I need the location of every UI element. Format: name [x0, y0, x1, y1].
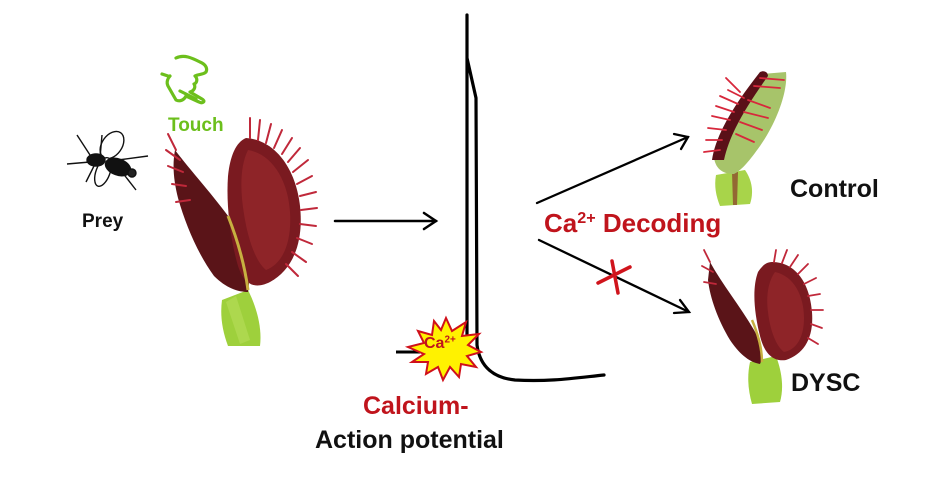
action-potential-label: Action potential	[315, 426, 504, 454]
burst-ca-superscript: 2+	[444, 334, 456, 346]
control-label: Control	[790, 175, 879, 203]
fly-icon	[66, 130, 149, 191]
decoding-superscript: 2+	[577, 209, 596, 228]
burst-ca-label: Ca2+	[424, 334, 456, 352]
decoding-label: Ca2+ Decoding	[544, 210, 721, 236]
decoding-ca-text: Ca	[544, 208, 578, 238]
calcium-label: Calcium-	[363, 392, 469, 420]
arrow-to-control	[535, 132, 690, 205]
dysc-label: DYSC	[791, 369, 861, 397]
prey-label: Prey	[82, 211, 124, 232]
burst-ca-text: Ca	[424, 335, 445, 352]
cross-x-icon	[596, 259, 632, 295]
venus-flytrap-open-dysc	[701, 249, 824, 404]
venus-flytrap-open-touched	[165, 117, 318, 346]
touch-label: Touch	[168, 115, 224, 136]
venus-flytrap-closed	[703, 71, 787, 206]
pointing-hand-icon	[160, 54, 209, 105]
starburst-icon	[404, 315, 484, 383]
arrow-to-action-potential	[333, 211, 439, 231]
action-potential-trace	[465, 13, 606, 383]
decoding-text: Decoding	[595, 208, 722, 238]
